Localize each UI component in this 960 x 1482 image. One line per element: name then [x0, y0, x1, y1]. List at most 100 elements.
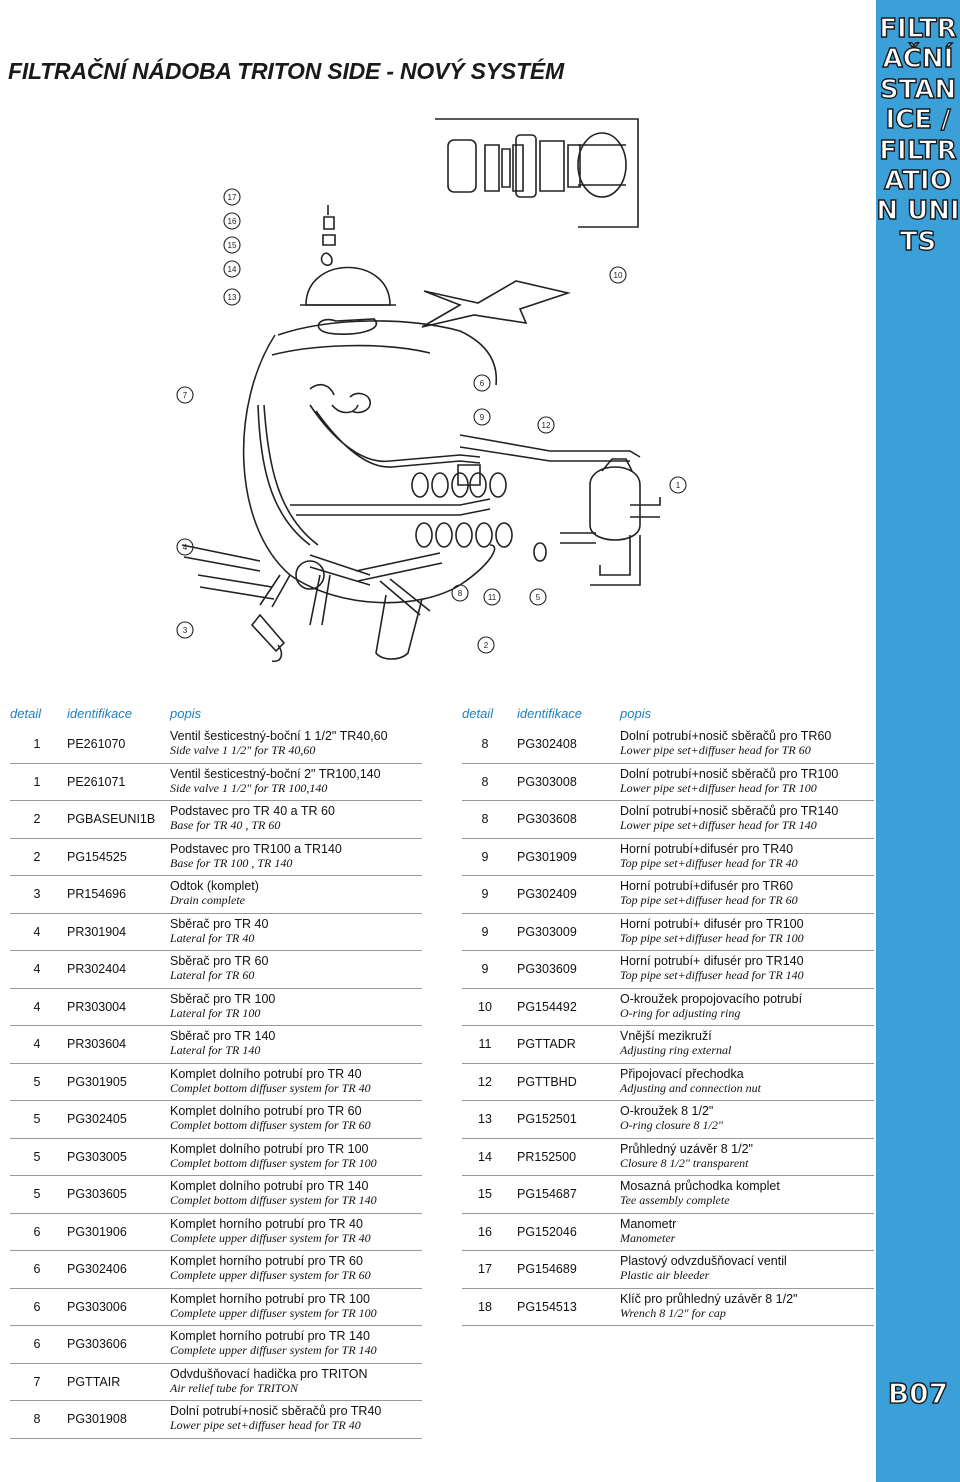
popis-english: Complet bottom diffuser system for TR 14…: [170, 1193, 377, 1207]
svg-text:7: 7: [183, 391, 188, 400]
popis-czech: O-kroužek 8 1/2": [620, 1104, 714, 1118]
identifikace-cell: PG152501: [517, 1112, 577, 1126]
identifikace-cell: PG301905: [67, 1074, 127, 1089]
svg-text:2: 2: [484, 641, 489, 650]
popis-english: Top pipe set+diffuser head for TR 60: [620, 893, 798, 907]
identifikace-cell: PG154689: [517, 1262, 577, 1276]
identifikace-cell: PR301904: [67, 924, 127, 939]
identifikace-cell: PG301906: [67, 1224, 127, 1239]
popis-czech: Manometr: [620, 1216, 677, 1231]
identifikace-cell: PG303609: [517, 962, 577, 976]
detail-cell: 6: [33, 1337, 41, 1351]
popis-english: Complet bottom diffuser system for TR 40: [170, 1080, 371, 1095]
identifikace-cell: PGTTADR: [517, 1037, 576, 1051]
detail-cell: 4: [33, 962, 41, 976]
popis-czech: Komplet dolního potrubí pro TR 60: [170, 1104, 362, 1118]
identifikace-cell: PE261070: [67, 737, 126, 751]
svg-text:16: 16: [228, 217, 237, 226]
popis-czech: Dolní potrubí+nosič sběračů pro TR140: [620, 804, 839, 818]
identifikace-cell: PG303608: [517, 812, 577, 826]
identifikace-cell: PR302404: [67, 962, 127, 976]
popis-english: Plastic air bleeder: [620, 1268, 710, 1282]
detail-cell: 11: [478, 1037, 492, 1051]
table-header: detail identifikace popis: [462, 706, 874, 726]
popis-cell: Průhledný uzávěr 8 1/2"Closure 8 1/2" tr…: [620, 1142, 753, 1170]
popis-czech: Klíč pro průhledný uzávěr 8 1/2": [620, 1291, 798, 1306]
popis-czech: Odvdušňovací hadička pro TRITON: [170, 1366, 368, 1381]
svg-text:10: 10: [614, 271, 623, 280]
identifikace-cell: PG302408: [517, 737, 577, 751]
popis-english: Lateral for TR 100: [170, 1005, 261, 1020]
popis-czech: Sběrač pro TR 40: [170, 916, 269, 931]
popis-english: Complet bottom diffuser system for TR 60: [170, 1118, 371, 1132]
identifikace-cell: PG302409: [517, 887, 577, 901]
header-detail: detail: [462, 706, 494, 721]
detail-cell: 1: [33, 774, 41, 789]
detail-cell: 17: [478, 1262, 492, 1276]
identifikace-cell: PG154492: [517, 999, 577, 1014]
svg-text:3: 3: [183, 626, 188, 635]
popis-czech: Sběrač pro TR 140: [170, 1029, 276, 1043]
svg-text:1: 1: [676, 481, 681, 490]
popis-english: Lateral for TR 60: [170, 968, 255, 982]
detail-cell: 1: [33, 737, 41, 751]
identifikace-cell: PG301908: [67, 1412, 127, 1426]
identifikace-cell: PE261071: [67, 774, 126, 789]
detail-cell: 18: [478, 1299, 492, 1314]
detail-cell: 9: [481, 962, 489, 976]
svg-text:17: 17: [228, 193, 237, 202]
svg-text:14: 14: [228, 265, 237, 274]
popis-english: Closure 8 1/2" transparent: [620, 1155, 749, 1170]
detail-cell: 8: [481, 737, 489, 751]
popis-english: Adjusting ring external: [620, 1043, 732, 1057]
detail-cell: 4: [33, 1037, 41, 1051]
svg-text:6: 6: [480, 379, 485, 388]
popis-english: Lower pipe set+diffuser head for TR 140: [620, 818, 817, 832]
popis-czech: Plastový odvzdušňovací ventil: [620, 1254, 787, 1268]
popis-czech: Komplet dolního potrubí pro TR 140: [170, 1179, 369, 1193]
sidebar-band: FILTRAČNÍ STANICE / FILTRATION UNITS B07: [876, 0, 960, 1482]
popis-cell: O-kroužek 8 1/2"O-ring closure 8 1/2": [620, 1104, 723, 1132]
detail-cell: 9: [481, 924, 489, 939]
detail-cell: 6: [33, 1224, 41, 1239]
identifikace-cell: PGTTBHD: [517, 1074, 577, 1089]
identifikace-cell: PGBASEUNI1B: [67, 812, 156, 826]
popis-english: Complete upper diffuser system for TR 60: [170, 1268, 371, 1282]
popis-czech: Horní potrubí+difusér pro TR40: [620, 841, 794, 856]
detail-cell: 13: [478, 1112, 492, 1126]
identifikace-cell: PR152500: [517, 1149, 577, 1164]
popis-english: Lower pipe set+diffuser head for TR 100: [620, 780, 817, 795]
detail-cell: 9: [481, 849, 489, 864]
popis-czech: Dolní potrubí+nosič sběračů pro TR60: [620, 729, 832, 743]
identifikace-cell: PG154525: [67, 849, 127, 864]
popis-czech: Ventil šesticestný-boční 1 1/2" TR40,60: [170, 729, 388, 743]
detail-cell: 2: [33, 812, 41, 826]
detail-cell: 6: [33, 1299, 41, 1314]
page-code: B07: [887, 1377, 949, 1410]
popis-english: Side valve 1 1/2" for TR 100,140: [170, 780, 328, 795]
detail-cell: 2: [33, 849, 41, 864]
popis-czech: Sběrač pro TR 60: [170, 954, 269, 968]
